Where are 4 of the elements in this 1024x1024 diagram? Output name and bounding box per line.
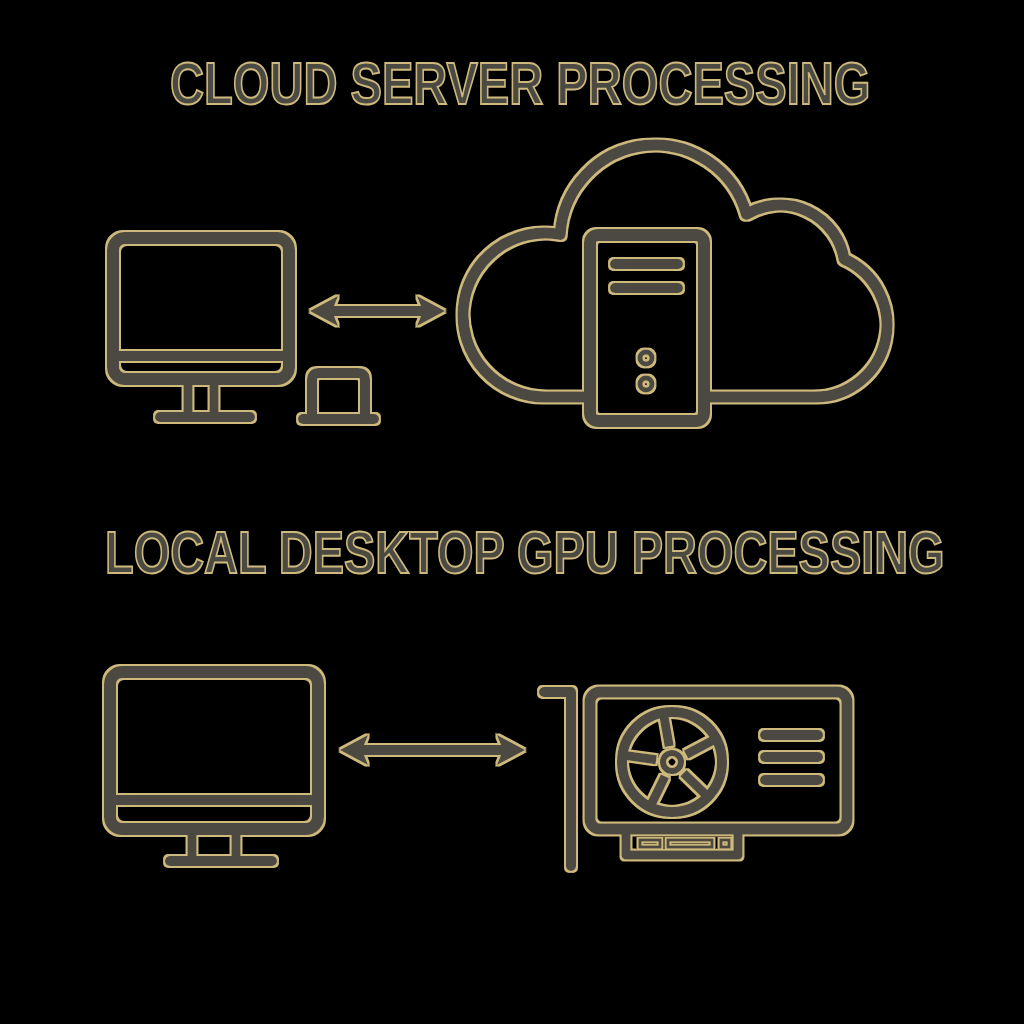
arrow	[310, 296, 445, 326]
arrow	[340, 735, 525, 765]
section-heading: LOCAL DESKTOP GPU PROCESSING	[105, 523, 945, 583]
section-heading: CLOUD SERVER PROCESSING	[170, 54, 871, 114]
